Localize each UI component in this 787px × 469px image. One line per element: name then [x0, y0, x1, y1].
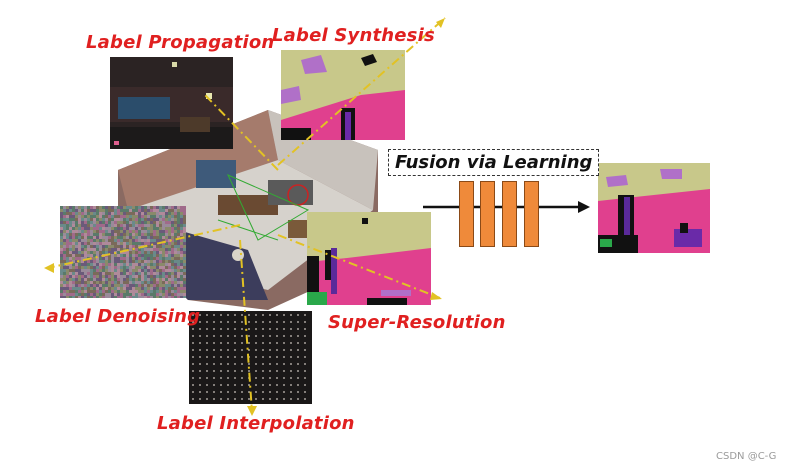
- network-arrowhead: [578, 201, 590, 213]
- output-segmentation-image: [598, 163, 710, 253]
- label-propagation-title: Label Propagation: [86, 32, 275, 53]
- label-interpolation-title: Label Interpolation: [157, 413, 355, 434]
- watermark-text: CSDN @C-G: [716, 451, 777, 462]
- arrowhead-synthesis: [436, 18, 445, 28]
- arrow-to-denoising: [47, 224, 241, 269]
- arrow-to-superres: [277, 234, 441, 299]
- arrowhead-denoising: [44, 263, 54, 273]
- network-layer-bar: [502, 181, 517, 247]
- super-resolution-title: Super-Resolution: [328, 312, 506, 333]
- network-layer-bar: [524, 181, 539, 247]
- network-layer-bar: [459, 181, 474, 247]
- label-denoising-image: [60, 206, 186, 298]
- super-resolution-image: [307, 212, 431, 305]
- arrowhead-interpolation: [247, 406, 257, 416]
- label-propagation-image: [110, 57, 233, 149]
- label-synthesis-image: [281, 50, 405, 140]
- arrow-to-interpolation: [239, 239, 253, 413]
- fusion-via-learning-title: Fusion via Learning: [388, 149, 600, 176]
- arrowhead-superres: [430, 292, 442, 300]
- arrow-to-synthesis: [277, 17, 446, 166]
- label-denoising-title: Label Denoising: [35, 306, 201, 327]
- network-layer-bar: [480, 181, 495, 247]
- label-synthesis-title: Label Synthesis: [272, 25, 435, 46]
- arrow-to-propagation: [204, 94, 279, 171]
- label-interpolation-image: [189, 311, 312, 404]
